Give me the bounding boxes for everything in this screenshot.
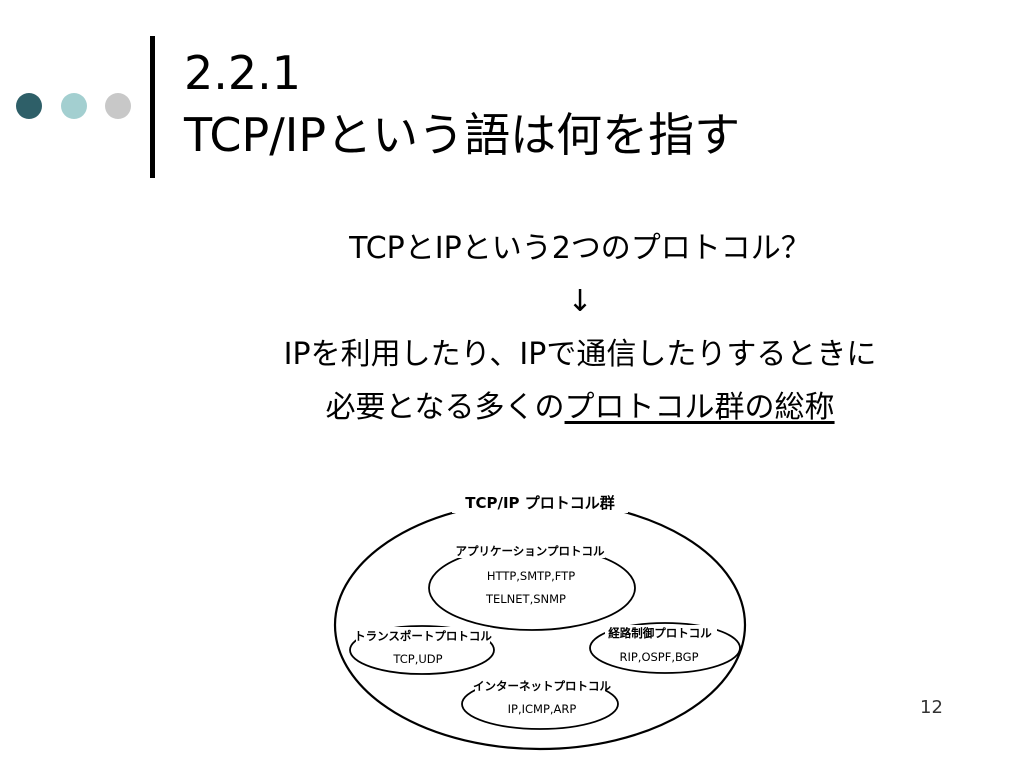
application-protocols-1: HTTP,SMTP,FTP	[487, 569, 575, 583]
summary-underlined-text: プロトコル群の総称	[564, 390, 835, 425]
routing-label: 経路制御プロトコル	[608, 626, 712, 640]
protocol-diagram: TCP/IP プロトコル群 アプリケーションプロトコル HTTP,SMTP,FT…	[330, 485, 750, 755]
decorative-dots	[16, 93, 136, 121]
transport-ellipse	[349, 625, 495, 675]
down-arrow: ↓	[567, 284, 593, 319]
dot-teal	[61, 93, 87, 119]
transport-label-bg	[356, 627, 490, 643]
internet-label-bg	[475, 678, 605, 694]
application-label-bg	[455, 542, 605, 558]
section-number: 2.2.1	[184, 46, 302, 100]
slide-title: 2.2.1 TCP/IPという語は何を指す	[184, 42, 1004, 166]
protocol-diagram-svg: TCP/IP プロトコル群 アプリケーションプロトコル HTTP,SMTP,FT…	[333, 491, 747, 751]
routing-label-bg	[605, 625, 717, 641]
outer-label-bg	[452, 491, 628, 513]
application-ellipse	[428, 545, 636, 631]
application-protocols-2: TELNET,SNMP	[485, 592, 566, 606]
routing-protocols: RIP,OSPF,BGP	[619, 650, 698, 664]
internet-label: インターネットプロトコル	[473, 679, 611, 693]
body-line-usage: IPを利用したり、IPで通信したりするときに	[283, 337, 877, 372]
outer-label: TCP/IP プロトコル群	[465, 494, 615, 512]
application-label: アプリケーションプロトコル	[456, 544, 605, 558]
dot-gray	[105, 93, 131, 119]
routing-ellipse	[589, 622, 741, 674]
transport-label: トランスポートプロトコル	[354, 629, 492, 643]
internet-protocols: IP,ICMP,ARP	[508, 702, 577, 716]
body-line-question: TCPとIPという2つのプロトコル？	[349, 231, 811, 266]
dot-dark	[16, 93, 42, 119]
summary-plain-text: 必要となる多くの	[325, 390, 565, 425]
slide-body: TCPとIPという2つのプロトコル？ ↓ IPを利用したり、IPで通信したりする…	[200, 222, 960, 434]
transport-protocols: TCP,UDP	[392, 652, 442, 666]
title-text: TCP/IPという語は何を指す	[184, 108, 741, 162]
body-line-summary: 必要となる多くのプロトコル群の総称	[200, 381, 960, 434]
page-number: 12	[920, 697, 943, 718]
title-divider	[150, 36, 155, 178]
